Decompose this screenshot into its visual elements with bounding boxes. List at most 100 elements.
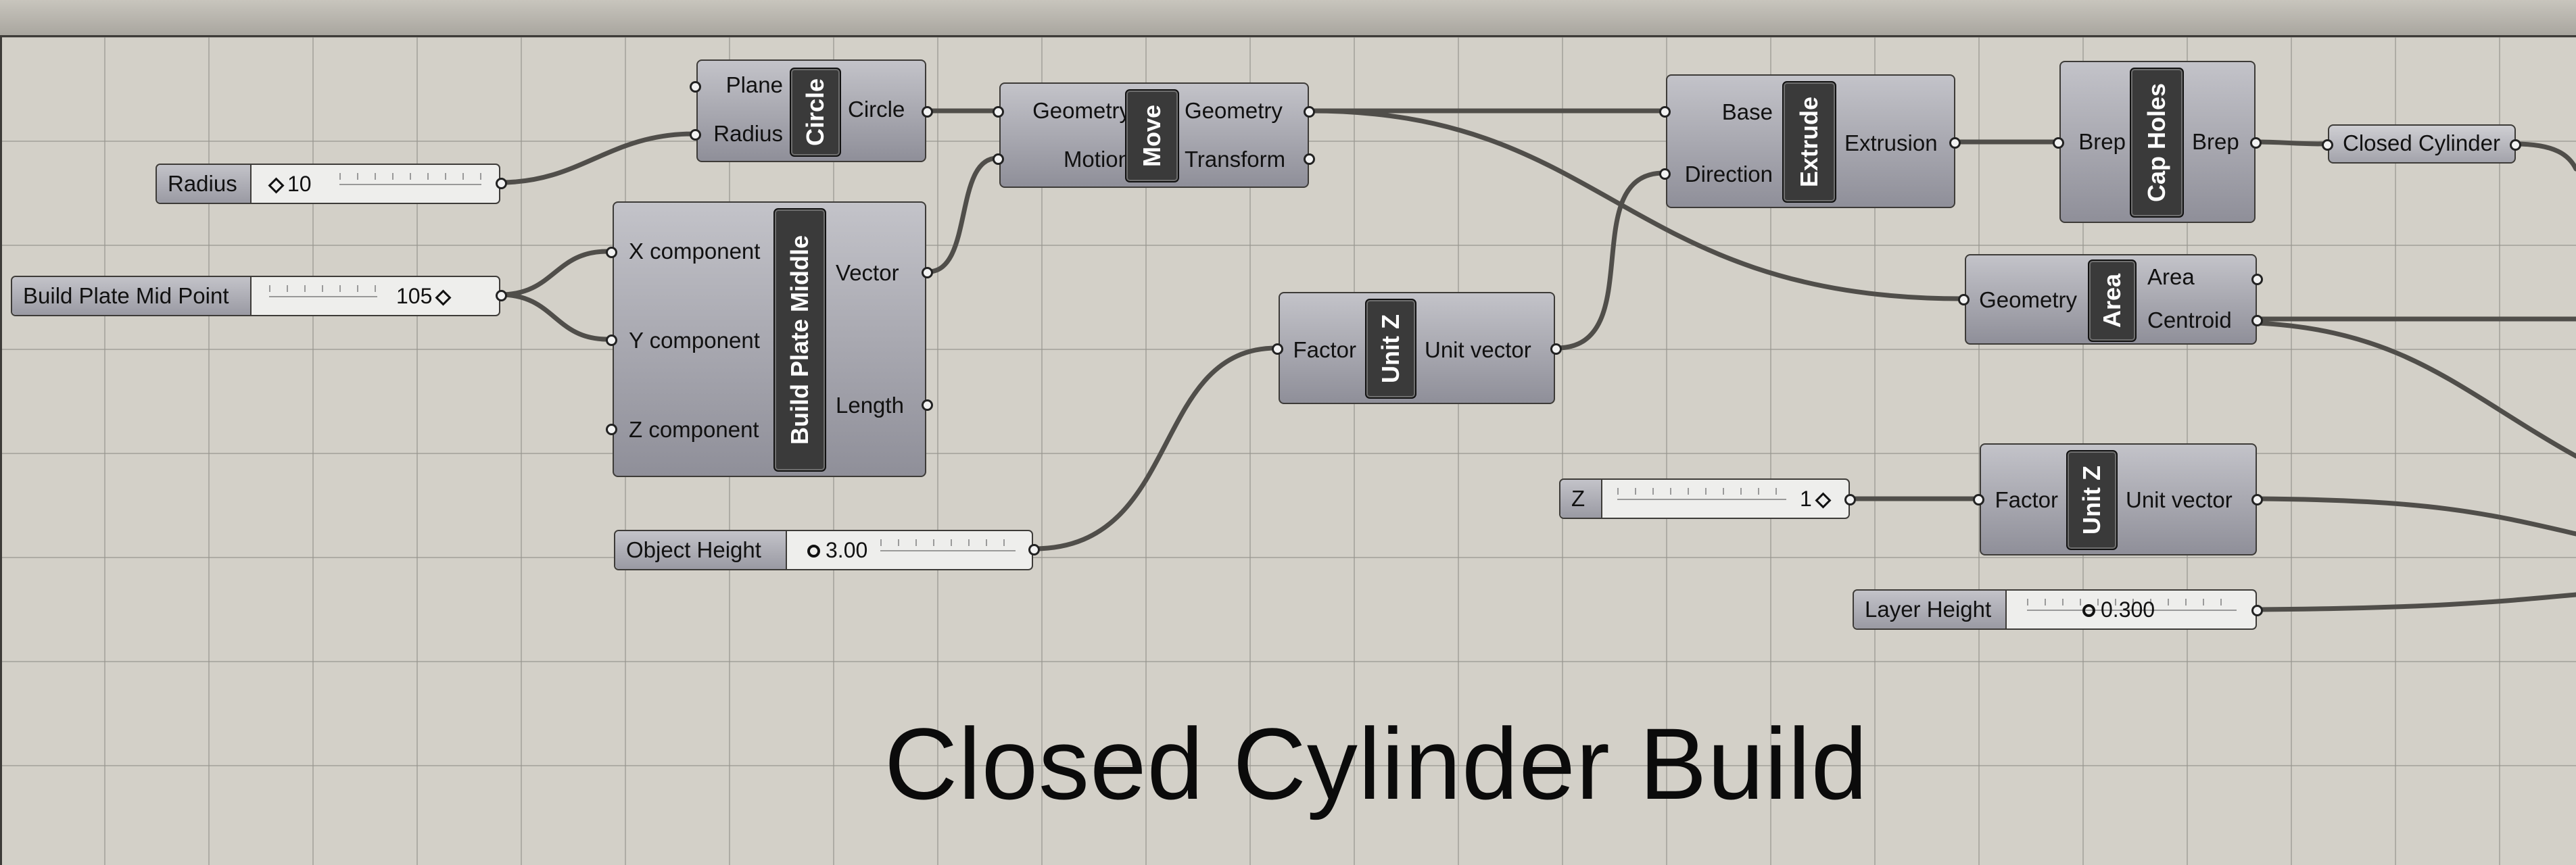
slider-value: 0.300 xyxy=(2077,591,2155,628)
z-slider[interactable]: Z 1 xyxy=(1559,478,1850,519)
component-nickname: Unit Z xyxy=(1365,299,1416,399)
slider-grip-icon[interactable] xyxy=(1815,492,1832,509)
port-x[interactable] xyxy=(606,247,617,258)
canvas-title: Closed Cylinder Build xyxy=(884,707,1869,820)
port-z[interactable] xyxy=(606,424,617,435)
extrude-component[interactable]: Base Direction Extrude Extrusion xyxy=(1666,74,1955,208)
port-unitz2-factor[interactable] xyxy=(1973,494,1984,505)
output-area[interactable]: Area xyxy=(2147,264,2195,289)
input-plane[interactable]: Plane xyxy=(725,72,783,97)
input-y[interactable]: Y component xyxy=(629,328,760,353)
input-geometry[interactable]: Geometry xyxy=(1032,98,1130,123)
layer-height-slider[interactable]: Layer Height 0.300 xyxy=(1853,589,2257,630)
slider-track[interactable] xyxy=(1617,488,1786,500)
component-nickname: Area xyxy=(2088,260,2137,342)
canvas-left-edge xyxy=(0,35,2,865)
output-brep[interactable]: Brep xyxy=(2192,129,2239,154)
port-centroid-out[interactable] xyxy=(2251,315,2263,326)
unit-z-component-2[interactable]: Factor Unit Z Unit vector xyxy=(1980,443,2257,555)
radius-slider[interactable]: Radius 10 xyxy=(156,164,500,204)
port-z-out[interactable] xyxy=(1844,494,1856,505)
slider-grip-icon[interactable] xyxy=(807,545,820,558)
wire-unitvec-to-direction xyxy=(1554,170,1667,351)
port-move-geometry[interactable] xyxy=(993,106,1004,118)
input-brep[interactable]: Brep xyxy=(2078,129,2126,154)
port-unitz1-out[interactable] xyxy=(1550,343,1562,355)
input-factor[interactable]: Factor xyxy=(1293,337,1356,362)
output-transform[interactable]: Transform xyxy=(1185,147,1286,172)
object-height-slider[interactable]: Object Height 3.00 xyxy=(614,530,1033,570)
wire-closedcyl-out xyxy=(2512,141,2576,172)
input-motion[interactable]: Motion xyxy=(1063,147,1130,172)
output-length[interactable]: Length xyxy=(836,393,904,418)
slider-grip-icon[interactable] xyxy=(268,177,285,194)
slider-track[interactable] xyxy=(2027,599,2237,611)
slider-name: Z xyxy=(1560,480,1602,518)
vector-xyz-component[interactable]: X component Y component Z component Buil… xyxy=(613,201,926,477)
port-closedcyl-out[interactable] xyxy=(2510,139,2521,151)
slider-name: Radius xyxy=(157,165,252,203)
slider-value: 1 xyxy=(1800,480,1834,518)
output-circle[interactable]: Circle xyxy=(848,97,905,122)
port-height-out[interactable] xyxy=(1028,544,1040,555)
port-radius-out[interactable] xyxy=(496,178,507,189)
port-capholes-in[interactable] xyxy=(2053,137,2064,149)
port-capholes-out[interactable] xyxy=(2250,137,2262,149)
port-y[interactable] xyxy=(606,335,617,346)
port-vector-out[interactable] xyxy=(922,267,933,278)
circle-component[interactable]: Plane Radius Circle Circle xyxy=(696,59,926,162)
input-x[interactable]: X component xyxy=(629,239,761,264)
port-circle-out[interactable] xyxy=(922,106,933,118)
port-move-geometry-out[interactable] xyxy=(1304,106,1315,118)
component-nickname: Move xyxy=(1125,89,1179,182)
unit-z-component[interactable]: Factor Unit Z Unit vector xyxy=(1279,292,1555,404)
output-vector[interactable]: Vector xyxy=(836,260,899,285)
port-layerheight-out[interactable] xyxy=(2251,605,2263,616)
midpoint-slider[interactable]: Build Plate Mid Point 105 xyxy=(11,276,500,316)
input-radius[interactable]: Radius xyxy=(713,121,783,146)
input-factor[interactable]: Factor xyxy=(1995,487,2058,512)
port-extrude-base[interactable] xyxy=(1659,106,1671,118)
output-unit-vector[interactable]: Unit vector xyxy=(2126,487,2233,512)
port-move-motion[interactable] xyxy=(993,153,1004,165)
component-nickname: Build Plate Middle xyxy=(773,208,826,472)
slider-track[interactable] xyxy=(269,285,377,297)
port-unitz2-out[interactable] xyxy=(2251,494,2263,505)
component-nickname: Extrude xyxy=(1782,81,1836,203)
port-plane[interactable] xyxy=(690,81,701,93)
output-unit-vector[interactable]: Unit vector xyxy=(1425,337,1531,362)
port-midpoint-out[interactable] xyxy=(496,290,507,301)
port-radius[interactable] xyxy=(690,129,701,141)
move-component[interactable]: Geometry Motion Move Geometry Transform xyxy=(999,82,1309,188)
input-direction[interactable]: Direction xyxy=(1684,162,1773,187)
slider-grip-icon[interactable] xyxy=(2082,604,2095,617)
wire-unitvec2-out xyxy=(2256,496,2576,537)
wire-layerheight-out xyxy=(2256,592,2576,612)
wire-centroid-curve xyxy=(2256,320,2576,459)
port-area-geometry[interactable] xyxy=(1958,294,1970,305)
port-extrude-out[interactable] xyxy=(1949,137,1961,149)
slider-track[interactable] xyxy=(339,173,481,185)
output-extrusion[interactable]: Extrusion xyxy=(1844,130,1938,155)
component-nickname: Circle xyxy=(790,68,841,157)
slider-value: 3.00 xyxy=(802,531,867,569)
output-geometry[interactable]: Geometry xyxy=(1185,98,1283,123)
port-closedcyl-in[interactable] xyxy=(2322,139,2333,151)
port-extrude-direction[interactable] xyxy=(1659,168,1671,180)
cap-holes-component[interactable]: Brep Cap Holes Brep xyxy=(2059,61,2256,223)
area-component[interactable]: Geometry Area Area Centroid xyxy=(1965,254,2257,345)
input-geometry[interactable]: Geometry xyxy=(1979,287,2077,312)
input-z[interactable]: Z component xyxy=(629,417,759,442)
port-area-out[interactable] xyxy=(2251,274,2263,285)
slider-name: Layer Height xyxy=(1854,591,2007,628)
output-centroid[interactable]: Centroid xyxy=(2147,307,2232,332)
slider-grip-icon[interactable] xyxy=(435,289,452,306)
input-base[interactable]: Base xyxy=(1721,99,1773,124)
slider-track[interactable] xyxy=(880,539,1016,551)
port-unitz1-factor[interactable] xyxy=(1272,343,1283,355)
port-length-out[interactable] xyxy=(922,399,933,411)
closed-cylinder-param[interactable]: Closed Cylinder xyxy=(2328,124,2516,164)
port-move-transform-out[interactable] xyxy=(1304,153,1315,165)
wire-vector-to-motion xyxy=(926,155,1000,274)
